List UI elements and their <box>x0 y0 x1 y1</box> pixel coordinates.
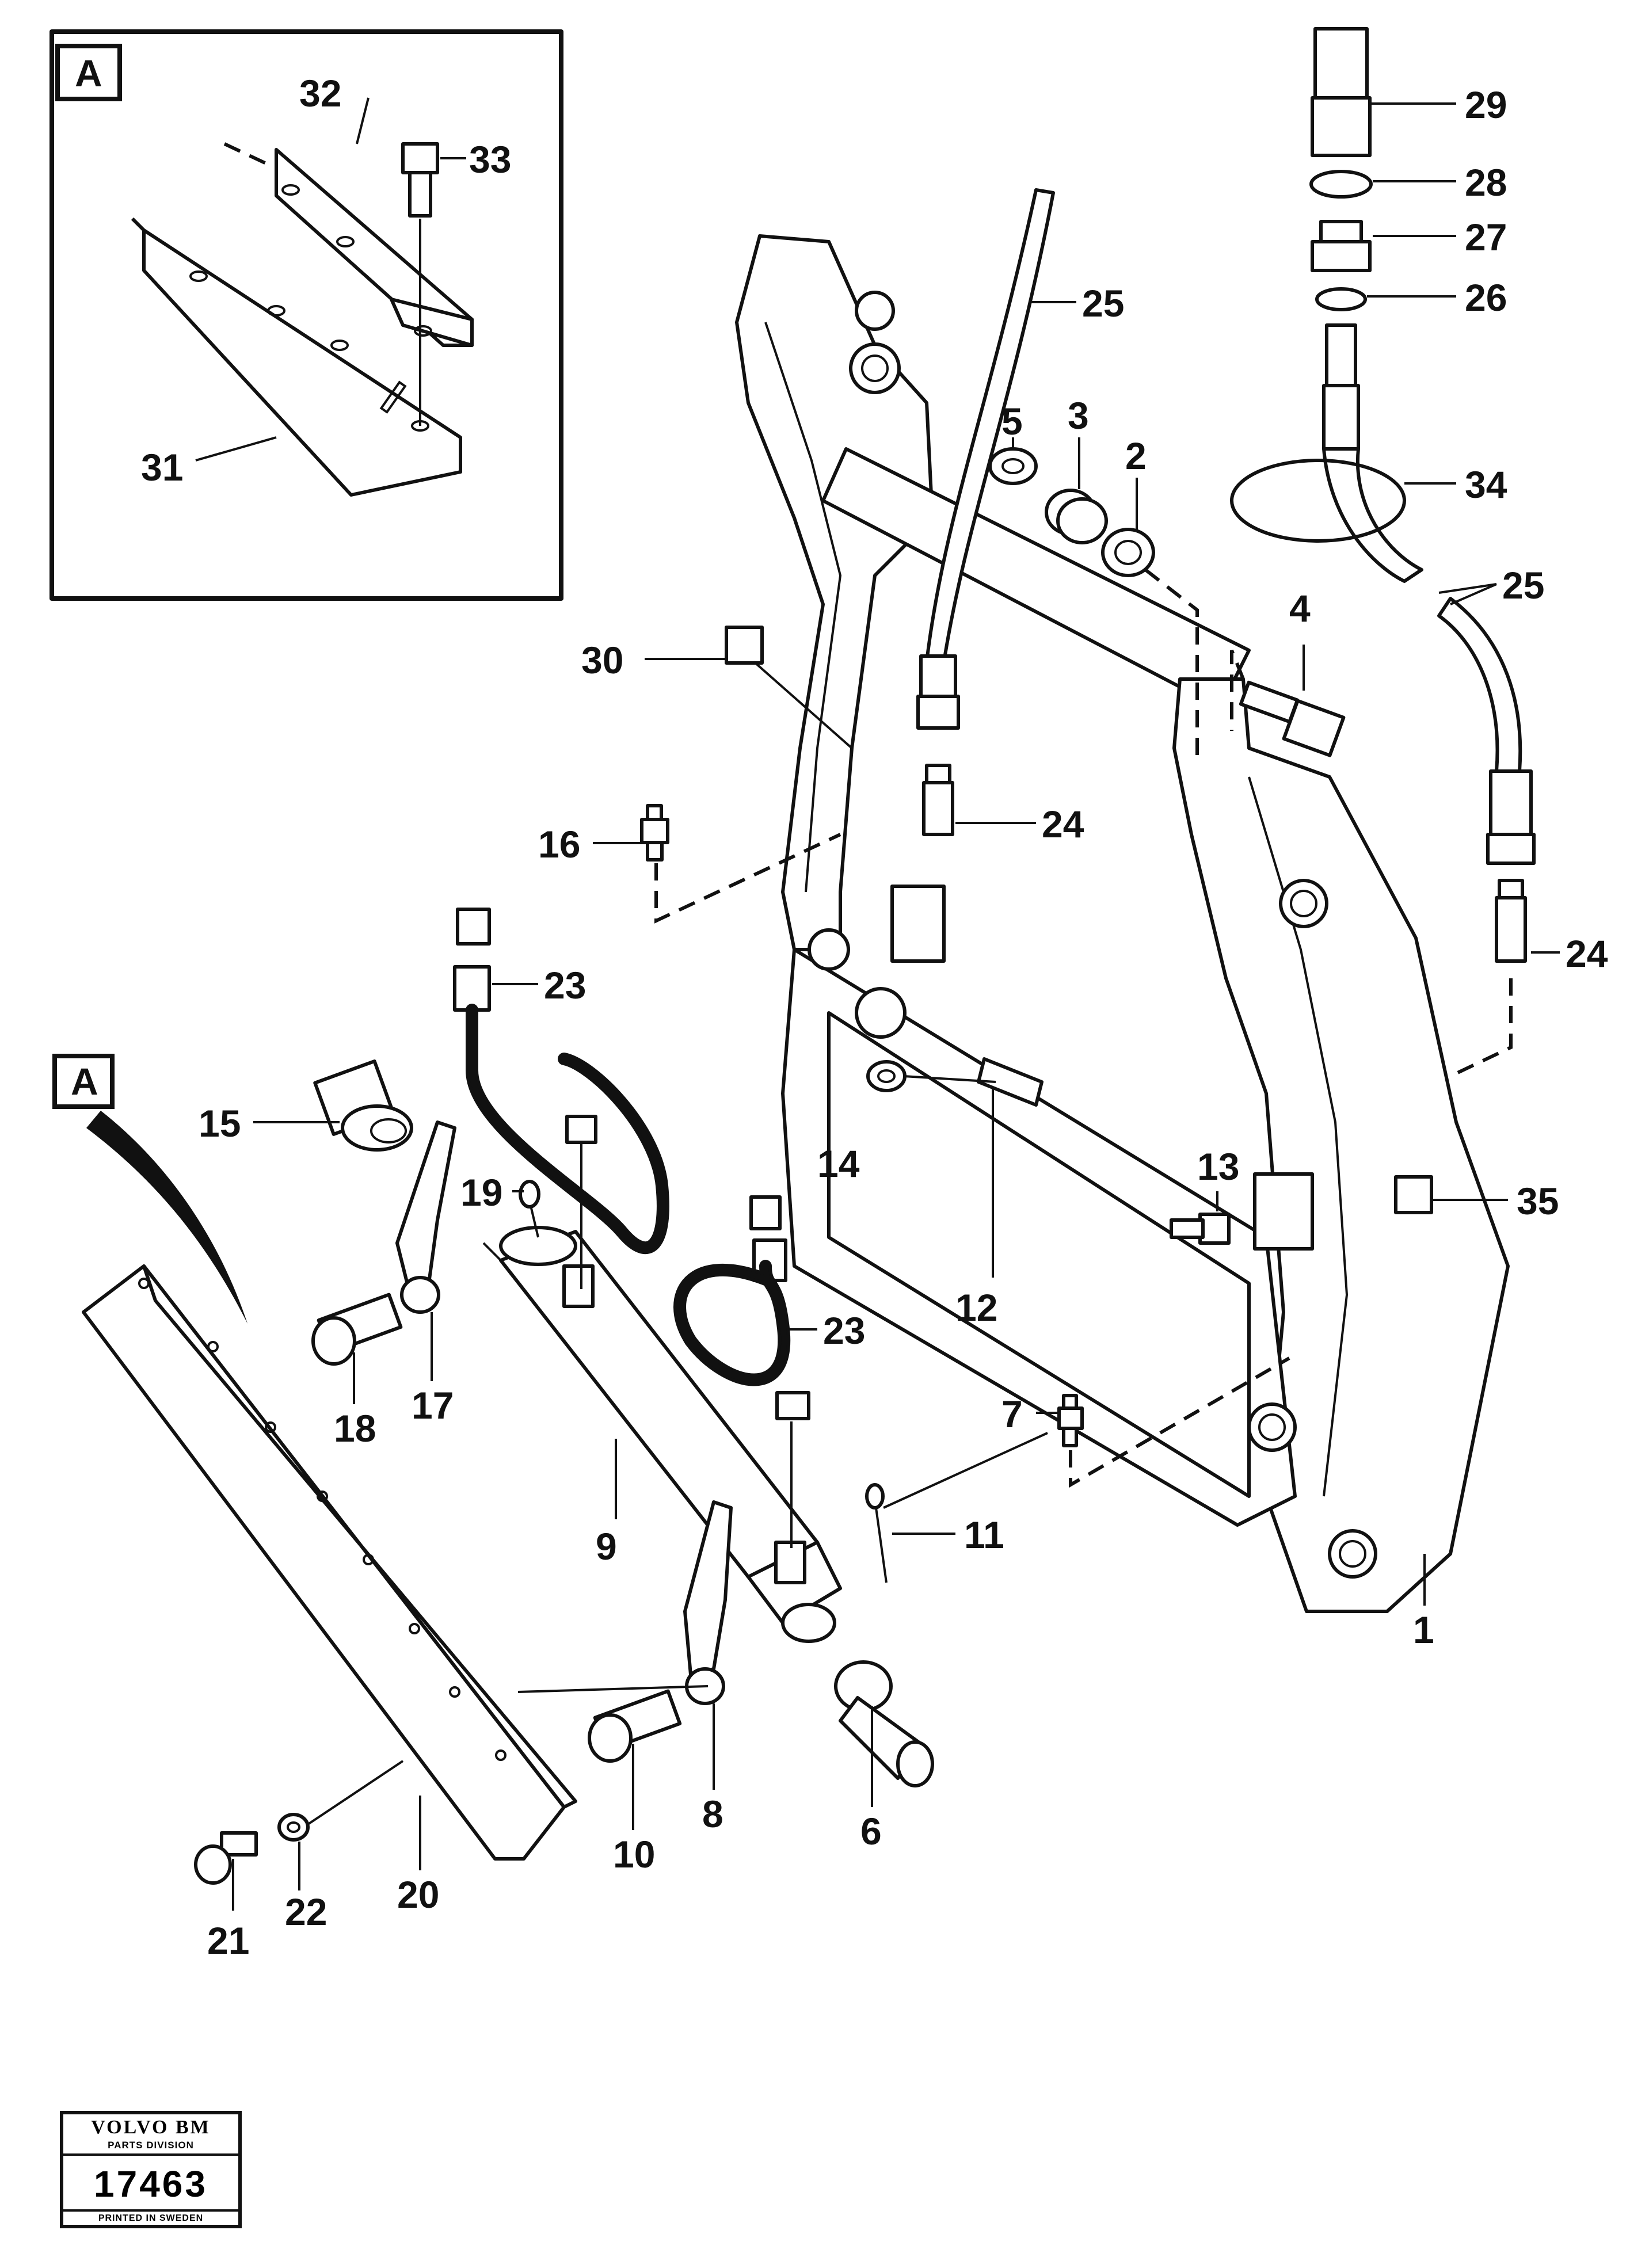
arm-17 <box>395 1120 456 1314</box>
callout-2: 2 <box>1125 434 1147 477</box>
adapter-27 <box>1311 240 1372 272</box>
bolt-13 <box>1170 1213 1231 1245</box>
frame-1 <box>725 234 1510 1613</box>
detail-a-pointer-label: A <box>71 1060 98 1103</box>
stamp-printed: PRINTED IN SWEDEN <box>63 2209 238 2224</box>
callout-20: 20 <box>397 1873 439 1916</box>
pin-18 <box>311 1293 403 1366</box>
bolt-4 <box>1230 649 1346 757</box>
cylinder-9 <box>482 1226 842 1643</box>
grease-nipple-16 <box>640 804 841 924</box>
nut-14 <box>866 1060 996 1092</box>
callout-19: 19 <box>460 1171 502 1214</box>
callout-25-top: 25 <box>1082 282 1124 325</box>
bolt-33 <box>401 142 439 426</box>
seal-26 <box>1315 287 1367 311</box>
detail-a-inset: A 32 33 31 <box>49 29 563 601</box>
callout-9: 9 <box>596 1525 617 1568</box>
callout-13: 13 <box>1197 1145 1239 1188</box>
callout-24-right: 24 <box>1566 932 1608 975</box>
pin-10 <box>588 1689 682 1763</box>
catalog-stamp: VOLVO BM PARTS DIVISION 17463 PRINTED IN… <box>60 2111 242 2228</box>
detail-a-pointer: A <box>52 1054 247 1324</box>
spacer-3 <box>1045 489 1108 544</box>
callout-12: 12 <box>955 1286 997 1329</box>
callout-6: 6 <box>860 1810 882 1852</box>
callout-16: 16 <box>538 823 580 866</box>
callout-33: 33 <box>469 138 511 181</box>
wear-strip-32 <box>223 142 474 347</box>
hydraulic-hose-25-upper <box>916 188 1055 836</box>
hydraulic-hose-25-right <box>1437 597 1536 1078</box>
callout-30: 30 <box>581 639 623 681</box>
nipple-24-left <box>922 781 954 836</box>
callout-15: 15 <box>199 1102 241 1145</box>
wear-strip-31 <box>131 217 462 497</box>
callout-17: 17 <box>412 1384 454 1427</box>
callout-1: 1 <box>1413 1608 1434 1651</box>
detail-a-marker-box <box>55 44 122 101</box>
callout-32: 32 <box>299 72 341 115</box>
callout-31: 31 <box>141 446 183 489</box>
callout-14: 14 <box>817 1142 860 1185</box>
callout-25-right: 25 <box>1502 564 1544 607</box>
split-pin-11 <box>865 1432 1048 1583</box>
nipple-24-right <box>1495 896 1527 963</box>
detail-a-marker: A <box>75 52 102 94</box>
callout-24-left: 24 <box>1042 803 1084 845</box>
callout-10: 10 <box>613 1833 655 1876</box>
callout-8: 8 <box>702 1793 723 1835</box>
callout-21: 21 <box>207 1919 249 1962</box>
callout-29: 29 <box>1465 83 1507 126</box>
washer-22 <box>277 1760 404 1842</box>
decal-30 <box>725 626 764 665</box>
bolt-21 <box>194 1831 258 1885</box>
callout-27: 27 <box>1465 216 1507 258</box>
hydraulic-pipe-23-upper <box>453 908 669 1289</box>
callout-26: 26 <box>1465 276 1507 319</box>
stamp-division: PARTS DIVISION <box>63 2140 238 2156</box>
callout-23-upper: 23 <box>544 964 586 1007</box>
callout-35: 35 <box>1517 1180 1559 1222</box>
washer-2 <box>1101 528 1199 765</box>
coupling-stack <box>1230 27 1423 583</box>
callout-4: 4 <box>1289 587 1311 630</box>
pin-6 <box>834 1660 934 1787</box>
stamp-number: 17463 <box>94 2163 208 2205</box>
pin-15 <box>313 1059 413 1152</box>
callouts: 29 28 27 26 34 25 25 5 3 2 4 30 <box>199 83 1608 1962</box>
split-pin-19 <box>519 1180 540 1238</box>
hose-clamp-34 <box>1230 459 1406 543</box>
callout-18: 18 <box>334 1407 376 1450</box>
cutting-edge-20 <box>82 1264 709 1861</box>
callout-22: 22 <box>285 1890 327 1933</box>
bushing-5 <box>988 447 1038 485</box>
callout-7: 7 <box>1001 1393 1023 1435</box>
hydraulic-pipe-23-lower <box>673 1195 810 1548</box>
decal-35 <box>1394 1175 1433 1214</box>
callout-11: 11 <box>964 1514 1004 1556</box>
callout-23-lower: 23 <box>823 1309 865 1352</box>
callout-3: 3 <box>1068 394 1089 437</box>
o-ring-28 <box>1309 170 1373 199</box>
callout-34: 34 <box>1465 463 1507 506</box>
quick-coupling-29 <box>1313 27 1369 100</box>
lock-plate-12 <box>977 1057 1044 1107</box>
grease-nipple-7 <box>1057 1356 1290 1488</box>
arm-8 <box>683 1500 733 1705</box>
callout-28: 28 <box>1465 161 1507 204</box>
stamp-brand: VOLVO BM <box>91 2117 211 2138</box>
callout-5: 5 <box>1001 400 1023 443</box>
